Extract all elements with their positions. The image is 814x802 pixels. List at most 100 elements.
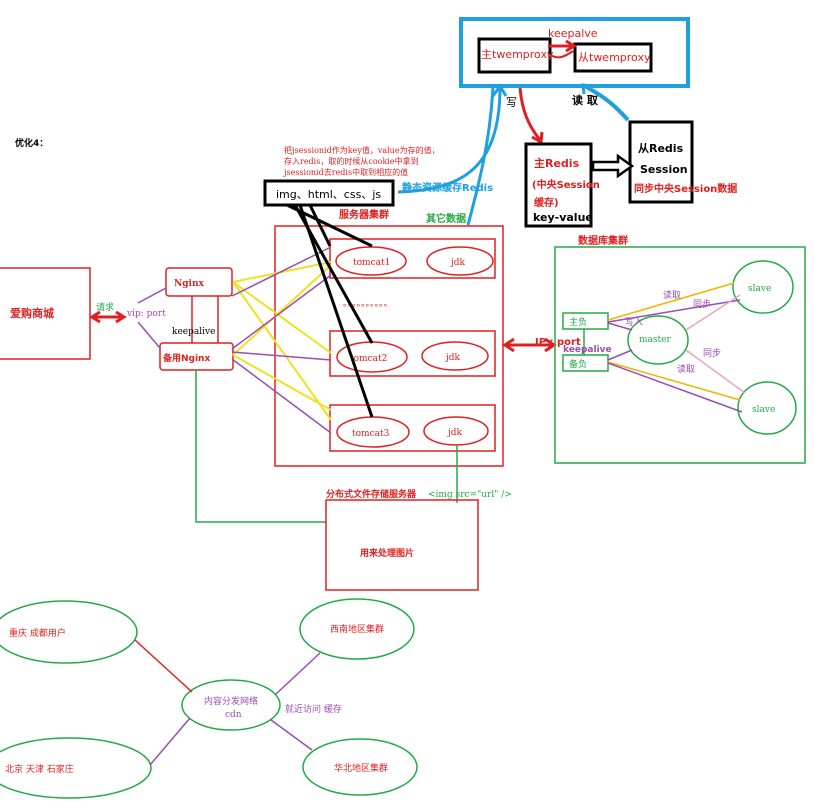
slave-redis-line2: Session — [640, 163, 688, 176]
note-line3: jsessionid去redis中取到相应的值 — [283, 167, 408, 177]
note-line2: 存入redis，取的时候从cookie中拿到 — [284, 156, 419, 166]
nginx-backup-label: 备用Nginx — [162, 352, 210, 364]
request-label: 请求 — [96, 301, 114, 313]
nginx-purple-links — [231, 246, 332, 434]
red-arrowhead-to-redis — [531, 131, 544, 145]
cdn-label-1: 内容分发网络 — [204, 695, 258, 707]
cdn-label-2: cdn — [225, 710, 242, 720]
nginx-to-fs-line — [195, 370, 326, 523]
server-cluster-box — [274, 225, 504, 467]
blue-arrowhead-static — [491, 83, 508, 97]
file-server-box — [325, 499, 479, 591]
vip-to-nginx — [137, 287, 167, 304]
sw-cdn-link — [275, 652, 321, 695]
main-redis-line2: (中央Session — [532, 178, 600, 191]
page-title: 优化4： — [15, 137, 48, 149]
twemproxy-return — [547, 50, 574, 59]
blue-arrow-other — [466, 87, 495, 226]
nginx-keepalive-label: keepalive — [172, 327, 215, 337]
slave1-node — [732, 260, 794, 314]
server-db-arrowhead-right — [544, 337, 557, 353]
slave-redis-line1: 从Redis — [638, 142, 684, 155]
lb-main-box — [562, 312, 609, 330]
db-read2-label: 读取 — [677, 363, 695, 375]
db-write-label: 写入 — [625, 317, 643, 328]
slave1-label: slave — [748, 284, 771, 294]
vip-label: vip: port — [126, 309, 166, 319]
main-redis-line3: 缓存) — [533, 196, 559, 209]
tomcat1-label: tomcat1 — [353, 258, 390, 268]
static-redis-label: 静态资源缓存Redis — [402, 181, 493, 194]
cdn-note-label: 就近访问 缓存 — [285, 703, 342, 715]
tomcat3-node — [336, 416, 410, 448]
keepalve-label: keepalve — [548, 27, 598, 40]
slave2-label: slave — [752, 405, 775, 415]
main-twemproxy-label: 主twemproxy — [481, 48, 554, 61]
static-resources-label: img、html、css、js — [276, 188, 381, 201]
master-label: master — [639, 335, 671, 345]
db-keepalive-label: keepalive — [563, 345, 612, 355]
slave-redis-box — [628, 120, 694, 204]
slave-redis-line3: 同步中央Session数据 — [634, 182, 737, 195]
master-node — [627, 315, 689, 365]
jdk2-label: jdk — [445, 353, 461, 363]
beijing-users-node — [0, 737, 152, 799]
blue-arrow-static — [397, 87, 502, 194]
tomcat3-row — [329, 404, 496, 452]
nc-cdn-link — [270, 719, 313, 751]
db-cluster-box — [554, 246, 806, 464]
nc-label: 华北地区集群 — [334, 762, 388, 774]
fs-title-label: 分布式文件存储服务器 — [326, 488, 417, 500]
vip-to-nginx-backup — [137, 321, 161, 349]
jdk1-label: jdk — [450, 258, 466, 268]
read-label: 读 取 — [572, 93, 598, 107]
tomcat3-label: tomcat3 — [352, 429, 390, 439]
jdk2-node — [421, 341, 489, 371]
lb-backup-label: 备负 — [569, 358, 587, 370]
db-links — [607, 282, 746, 413]
nginx-box — [165, 267, 233, 297]
twemproxy-arrowhead — [565, 39, 577, 53]
shop-vip-arrowhead-left — [89, 310, 101, 324]
main-redis-line1: 主Redis — [534, 156, 580, 170]
bj-label: 北京 天津 石家庄 — [5, 763, 74, 775]
fs-note-label: 用来处理图片 — [359, 547, 414, 559]
redis-sync-arrow — [591, 153, 635, 179]
twemproxy-cluster-box — [459, 17, 690, 88]
lb-main-label: 主负 — [569, 316, 587, 328]
static-resources-box — [263, 179, 395, 207]
shop-label: 爱购商城 — [10, 306, 54, 320]
red-arrow-to-redis — [518, 87, 542, 141]
ip-port-label: IP : port — [535, 337, 581, 348]
static-to-tomcat-links — [286, 203, 374, 418]
img-tag-label: <img src="url" /> — [428, 490, 512, 500]
jdk3-node — [423, 416, 489, 446]
blue-arrow-read — [583, 84, 630, 122]
nginx-label: Nginx — [174, 279, 204, 289]
server-cluster-label: 服务器集群 — [339, 208, 389, 221]
shop-box — [0, 267, 91, 360]
note-line1: 把jsessionid作为key值，value为存的值， — [284, 145, 440, 155]
ellipsis-dots: 。。。。。。。。。。 — [343, 299, 393, 309]
main-redis-line4: key-value — [533, 211, 593, 224]
blue-arrowhead-read — [581, 83, 594, 95]
write-label: 写 — [506, 96, 517, 109]
southwest-cluster-node — [299, 598, 415, 660]
shop-vip-arrowhead-right — [115, 310, 127, 324]
sw-label: 西南地区集群 — [330, 623, 384, 635]
tomcat2-label: tomcat2 — [350, 354, 387, 364]
server-db-arrowhead-left — [502, 337, 515, 353]
bj-cdn-link — [149, 717, 191, 766]
db-read1-label: 读取 — [663, 289, 681, 301]
jdk1-node — [426, 246, 494, 276]
tomcat1-row — [329, 238, 496, 279]
db-sync2-label: 同步 — [703, 348, 721, 359]
jdk3-label: jdk — [447, 428, 463, 438]
cq-label: 重庆 成都用户 — [9, 627, 66, 639]
other-data-label: 其它数据 — [426, 212, 466, 225]
cq-cdn-link — [134, 639, 193, 693]
cdn-node — [181, 679, 281, 731]
north-cluster-node — [302, 738, 418, 796]
slave-twemproxy-box — [573, 42, 653, 73]
